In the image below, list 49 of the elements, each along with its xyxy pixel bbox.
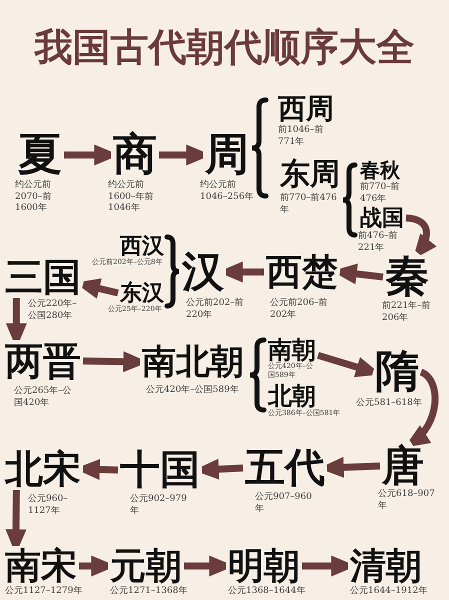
- dynasty-name: 北宋: [5, 450, 81, 488]
- date-range: 公元907–960年: [255, 492, 313, 516]
- date-range: 公元1127–1279年: [5, 586, 84, 598]
- dynasty-name: 西周: [278, 95, 334, 123]
- dynasty-name: 清朝: [350, 548, 422, 584]
- date-range: 公元420年–公国589年: [146, 385, 240, 397]
- dynasty-name: 元朝: [110, 548, 182, 584]
- date-range: 公元960–1127年: [28, 494, 69, 518]
- dynasty-name: 秦: [385, 255, 429, 299]
- date-range: 前770–前476年: [280, 193, 338, 216]
- date-range: 公元1271–1368年: [110, 586, 188, 598]
- date-range: 公元前206–前202年: [270, 298, 328, 322]
- dynasty-name: 南宋: [5, 548, 77, 584]
- dynasty-name: 北朝: [268, 384, 316, 408]
- date-range: 公元220年–公国280年: [28, 299, 78, 322]
- dynasty-name: 春秋: [360, 160, 400, 180]
- dynasty-name: 五代: [245, 448, 325, 488]
- date-range: 公元1368–1644年: [228, 586, 306, 598]
- dynasty-name: 南北朝: [142, 345, 244, 379]
- dynasty-name: 南朝: [268, 338, 316, 362]
- date-range: 前1046–前771年: [278, 125, 324, 148]
- date-range: 前221年–前206年: [382, 301, 432, 324]
- dynasty-name: 战国: [360, 207, 404, 229]
- date-range: 公元前202–前220年: [186, 298, 244, 322]
- dynasty-name: 商: [113, 133, 157, 177]
- date-range: 前770–前476年: [360, 182, 401, 206]
- date-range: 约公元前1600–年前1046年: [108, 180, 154, 216]
- dynasty-name: 夏: [18, 133, 62, 177]
- dynasty-name: 明朝: [228, 548, 300, 584]
- dynasty-name: 周: [205, 133, 249, 177]
- title: 我国古代朝代顺序大全: [34, 28, 414, 66]
- date-range: 约公元前2070–前1600年: [15, 180, 52, 216]
- dynasty-name: 西楚: [266, 254, 338, 290]
- dynasty-name: 十国: [120, 450, 200, 490]
- date-range: 公元902–979年: [130, 494, 188, 518]
- dynasty-name: 两晋: [5, 342, 81, 380]
- dynasty-name: 三国: [5, 258, 81, 296]
- dynasty-name: 西汉: [120, 235, 164, 257]
- date-range: 约公元前1046–256年: [200, 180, 255, 204]
- date-range: 公元581–618年: [356, 398, 423, 410]
- dynasty-name: 东周: [280, 160, 340, 190]
- dynasty-name: 东汉: [120, 282, 164, 304]
- dynasty-name: 唐: [382, 445, 424, 487]
- date-range: 公元1644–1912年: [350, 586, 428, 598]
- dynasty-name: 汉: [182, 251, 224, 293]
- date-range: 公元265年–公国420年: [14, 386, 73, 410]
- date-range: 前476–前221年: [358, 231, 399, 254]
- date-range: 公元618–907年: [378, 489, 436, 512]
- dynasty-name: 隋: [375, 350, 419, 394]
